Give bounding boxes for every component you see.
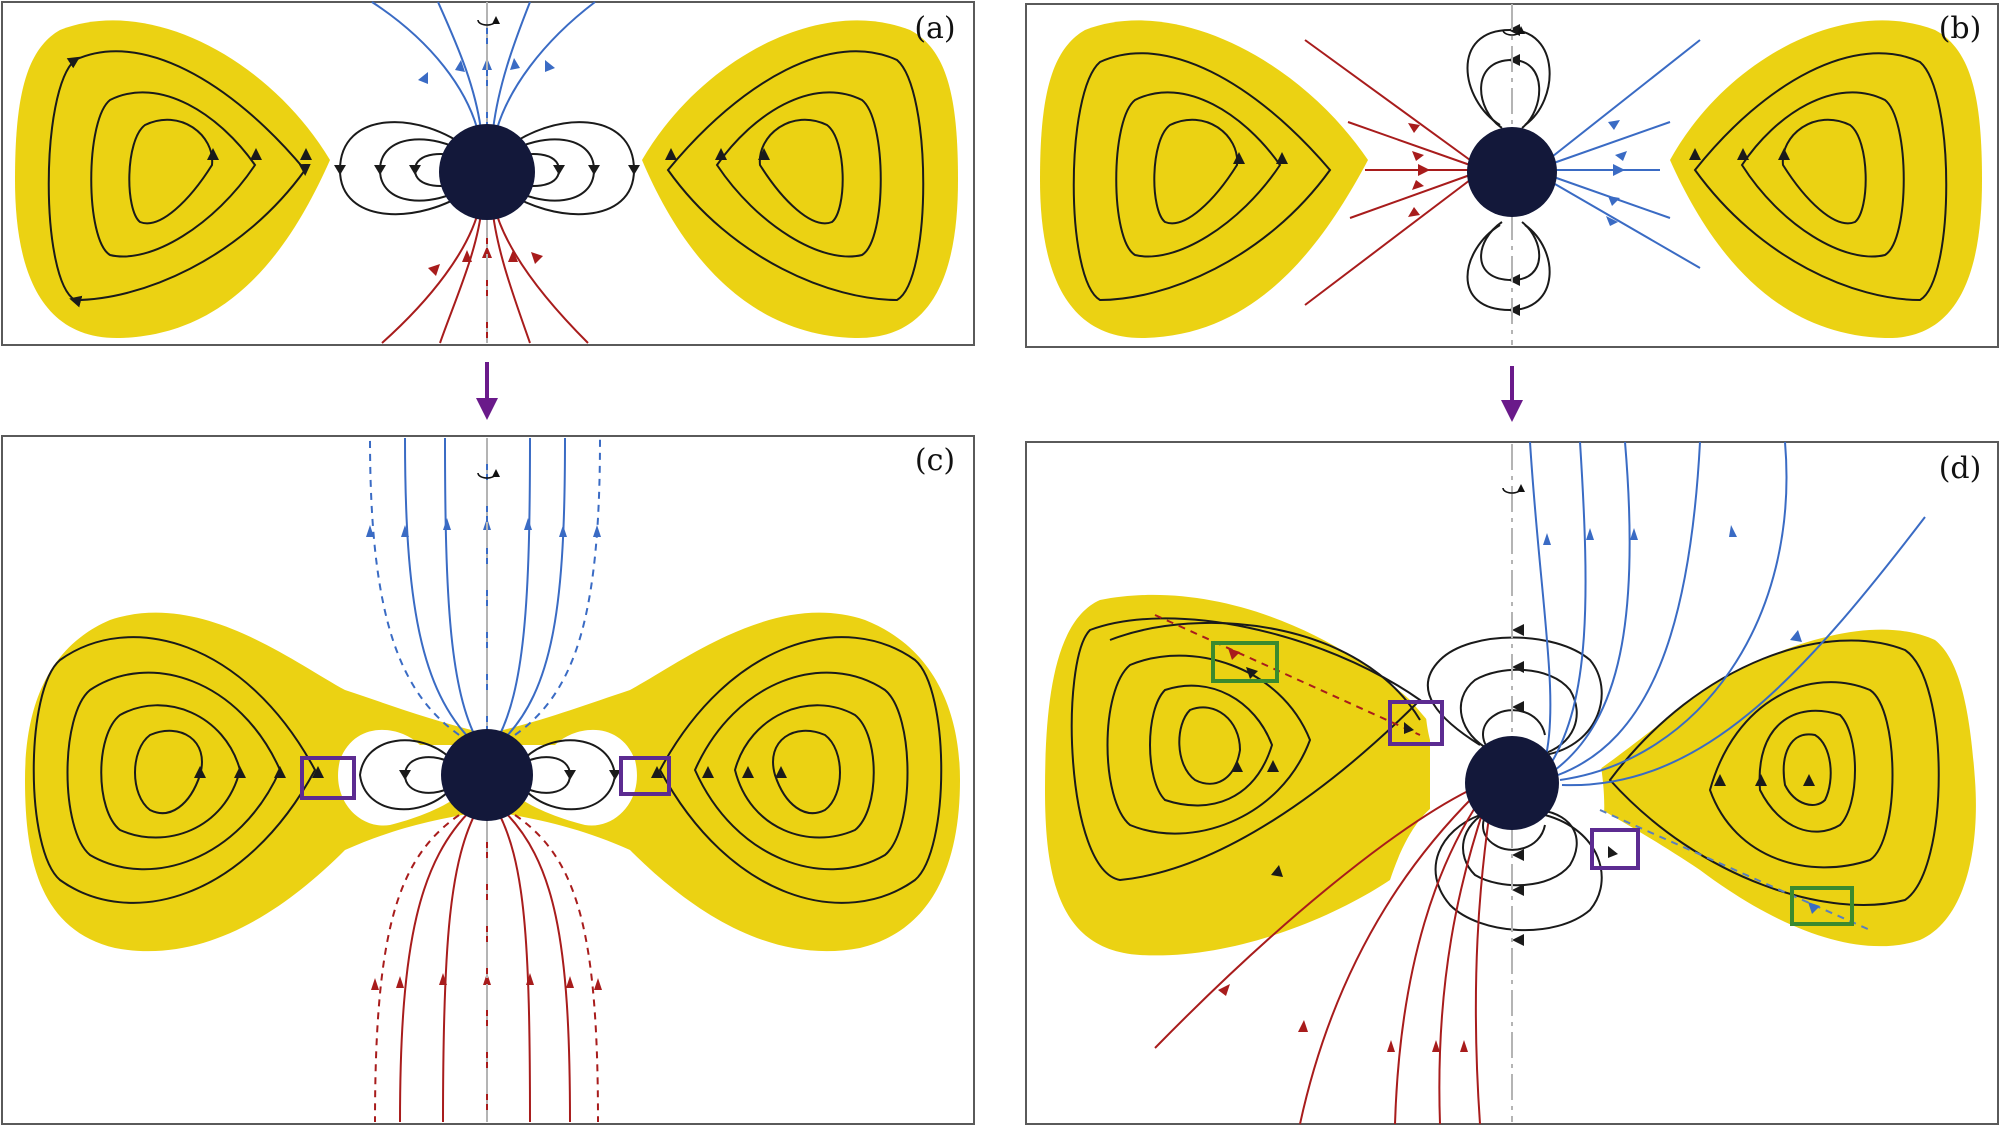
field-loops-right-b bbox=[1689, 52, 1948, 302]
panel-a-label: (a) bbox=[914, 11, 955, 46]
inflow-field-left-b bbox=[1304, 39, 1471, 306]
open-field-upper-d bbox=[1529, 441, 1926, 787]
panel-d-label: (d) bbox=[1939, 451, 1982, 486]
field-loops-left-d bbox=[1070, 617, 1422, 882]
central-star-b bbox=[1467, 127, 1557, 217]
panel-b: (b) bbox=[1025, 3, 1999, 348]
reconnection-line-d bbox=[1154, 614, 1421, 736]
reconnection-box-upper bbox=[1388, 700, 1444, 746]
x-point-box-lower bbox=[1790, 886, 1854, 926]
reconnection-box-lower bbox=[1590, 828, 1640, 870]
central-star-a bbox=[439, 124, 535, 220]
disk-right-lobe bbox=[642, 20, 958, 339]
panel-b-label: (b) bbox=[1939, 11, 1982, 46]
rotation-arrow-icon bbox=[1502, 26, 1525, 36]
panel-c: (c) bbox=[1, 435, 975, 1125]
field-loops-right-d bbox=[1608, 639, 1940, 906]
field-loops-left-b bbox=[1072, 52, 1332, 302]
reconnection-box-right bbox=[619, 756, 671, 796]
panel-a: (a) bbox=[1, 1, 975, 346]
rotation-arrow-icon bbox=[1502, 484, 1525, 494]
disk-right-lobe bbox=[1670, 20, 1982, 339]
disk-left-lobe bbox=[1040, 20, 1368, 339]
dipole-loops-c bbox=[358, 739, 621, 811]
down-arrow-icon bbox=[476, 362, 498, 420]
central-star-d bbox=[1465, 736, 1559, 830]
field-loops-right-c bbox=[651, 636, 943, 904]
reconnection-line-d-lower bbox=[1599, 809, 1871, 931]
open-field-upper-c bbox=[366, 437, 601, 743]
x-point-box-upper bbox=[1211, 641, 1279, 683]
panel-c-label: (c) bbox=[915, 443, 955, 478]
panel-d: (d) bbox=[1025, 441, 1999, 1125]
inflow-field-right-b bbox=[1547, 39, 1701, 269]
down-arrow-icon bbox=[1501, 366, 1523, 422]
open-field-upper-a bbox=[371, 1, 596, 141]
rotation-arrow-icon bbox=[477, 16, 500, 26]
field-loops-right bbox=[665, 50, 925, 302]
rotation-arrow-icon bbox=[477, 469, 500, 479]
disk-d-right bbox=[1570, 629, 1976, 947]
reconnection-box-left bbox=[300, 756, 356, 800]
open-field-lower-d bbox=[1154, 789, 1491, 1125]
field-loops-left-c bbox=[32, 636, 324, 904]
field-loops-left bbox=[47, 50, 312, 300]
central-star-c bbox=[441, 729, 533, 821]
